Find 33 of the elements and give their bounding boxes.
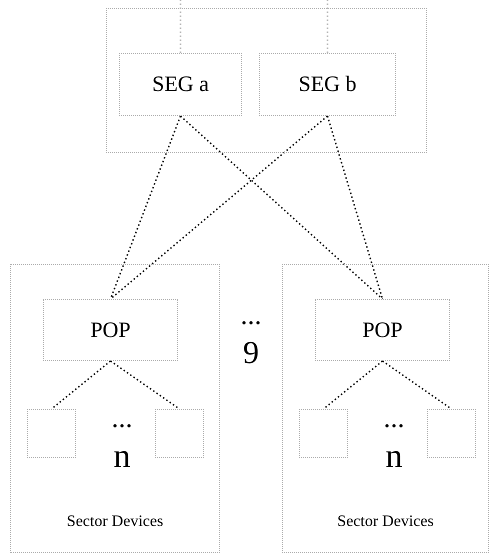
connector-line — [382, 360, 452, 410]
node-label: POP — [361, 317, 404, 343]
connector-line — [326, 116, 384, 300]
ellipsis-label: ... — [384, 405, 404, 433]
node-label: POP — [89, 317, 132, 343]
node-box — [315, 299, 450, 361]
group-title: Sector Devices — [336, 513, 435, 531]
connector-line — [110, 116, 182, 300]
group-box — [10, 264, 220, 553]
node-label: SEG a — [151, 71, 210, 97]
device-box — [27, 409, 76, 458]
connector-line — [110, 115, 328, 300]
device-box — [155, 409, 204, 458]
connector-line — [180, 0, 182, 53]
connector-line — [51, 360, 111, 410]
node-box — [43, 299, 178, 361]
ellipsis-label: ... — [112, 405, 132, 433]
count-label: 9 — [243, 336, 259, 368]
connector-line — [323, 360, 383, 410]
node-box — [259, 53, 396, 116]
group-box — [282, 264, 489, 553]
count-label: n — [114, 440, 130, 474]
connector-line — [110, 360, 180, 410]
device-box — [299, 409, 348, 458]
connector-line — [326, 0, 328, 53]
ellipsis-label: ... — [240, 302, 262, 330]
node-box — [119, 53, 242, 116]
count-label: n — [386, 440, 402, 474]
node-label: SEG b — [297, 71, 358, 97]
group-box — [106, 8, 427, 153]
device-box — [427, 409, 476, 458]
group-title: Sector Devices — [66, 513, 164, 531]
connector-line — [180, 115, 383, 300]
